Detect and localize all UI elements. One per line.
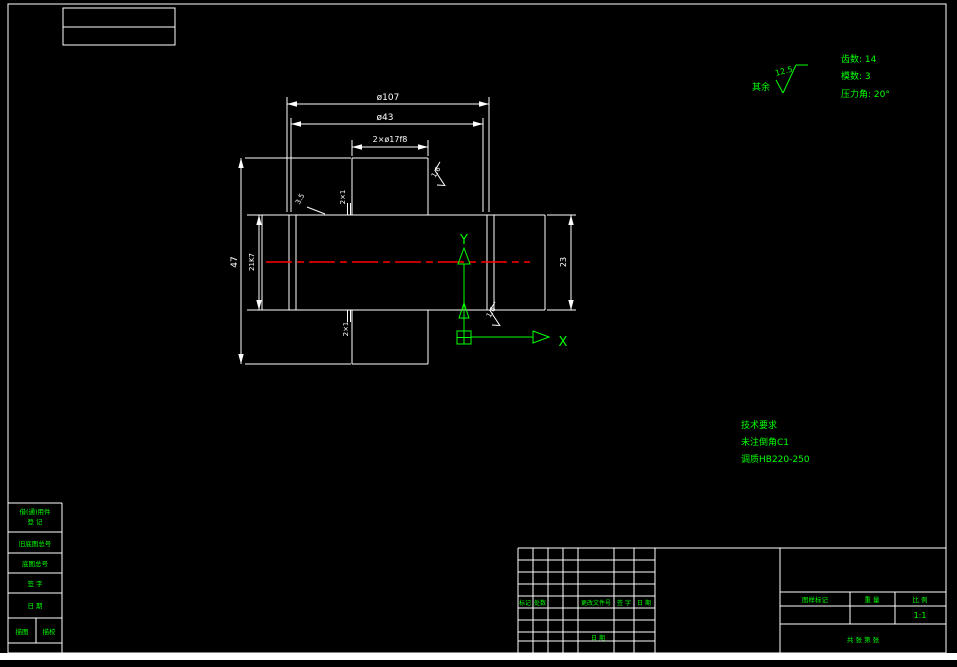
dim-groove-bottom: 2×1 — [342, 322, 350, 337]
tech-req-title: 技术要求 — [741, 419, 777, 431]
tb-bottom-date-label: 日 期 — [591, 634, 605, 642]
part-view — [261, 157, 546, 365]
gear-teeth-label: 齿数: 14 — [841, 53, 877, 65]
surface-finish-note: 其余 12.5 — [752, 64, 808, 94]
roughness-symbol-top: 1.6 — [430, 161, 446, 187]
dim-groove-top: 2×1 — [339, 190, 347, 205]
strip-borrow-label-line1: 借(通)用件 — [19, 507, 51, 516]
surface-default-value: 12.5 — [774, 65, 794, 78]
ucs-y-label: Y — [459, 233, 468, 248]
tb-weight-label: 重 量 — [864, 596, 880, 604]
title-block: 标记 处数 更改文件号 签 字 日 期 日 期 图样标记 重 量 比 例 1:1… — [517, 547, 946, 653]
dim-overall-len: 47 — [230, 256, 240, 267]
strip-base-no-label: 底图总号 — [22, 559, 49, 568]
dim-outer-dia: ø107 — [377, 93, 400, 103]
dim-hub-width: 23 — [559, 257, 568, 267]
tb-date-label: 日 期 — [637, 599, 651, 607]
roughness-default-symbol-icon — [775, 64, 808, 94]
tech-req-item1: 未注倒角C1 — [741, 436, 789, 448]
gear-parameters: 齿数: 14 模数: 3 压力角: 20° — [841, 53, 890, 100]
tb-scale-label: 比 例 — [912, 595, 927, 604]
dim-chamfer: 3.5 — [294, 192, 306, 206]
tb-change-doc-label: 更改文件号 — [581, 599, 611, 607]
left-title-strip: 借(通)用件 登 记 旧底图总号 底图总号 签 字 日 期 描图 描校 — [8, 502, 63, 653]
sheet-frame — [0, 3, 957, 660]
technical-requirements: 技术要求 未注倒角C1 调质HB220-250 — [741, 419, 810, 465]
strip-borrow-label-line2: 登 记 — [27, 517, 43, 526]
tb-scale-value: 1:1 — [914, 611, 927, 620]
roughness-symbol-bottom: 1.6 — [485, 301, 501, 327]
surface-others-label: 其余 — [752, 81, 770, 93]
ucs-inner-arrow-icon — [458, 301, 470, 319]
dim-holes: 2×ø17f8 — [373, 135, 408, 144]
dim-bore: 21K7 — [248, 253, 256, 271]
gear-pressure-angle-label: 压力角: 20° — [841, 88, 890, 100]
gear-module-label: 模数: 3 — [841, 70, 871, 82]
tb-sign-label: 签 字 — [617, 599, 631, 607]
top-left-block — [62, 7, 176, 46]
tb-count-label: 处数 — [534, 599, 546, 607]
tb-stage-mark-label: 图样标记 — [802, 595, 829, 604]
strip-sign-label: 签 字 — [27, 579, 43, 588]
ucs-icon: Y X — [456, 233, 568, 350]
strip-trace-check-label: 描校 — [43, 627, 57, 636]
roughness-top-value: 1.6 — [430, 165, 443, 179]
tech-req-item2: 调质HB220-250 — [741, 453, 810, 465]
dim-mid-dia: ø43 — [377, 113, 394, 123]
tb-mark-label: 标记 — [519, 599, 531, 607]
sheet-bottom-edge — [0, 653, 957, 660]
strip-date-label: 日 期 — [27, 602, 43, 610]
ucs-x-label: X — [559, 335, 568, 350]
ucs-x-arrow-icon — [532, 330, 551, 344]
tb-sheets-label: 共 张 第 张 — [847, 635, 880, 644]
strip-trace-label: 描图 — [16, 627, 29, 636]
strip-old-base-no-label: 旧底图总号 — [19, 539, 52, 548]
dimensions: ø107 ø43 2×ø17f8 47 21K7 23 — [230, 93, 576, 365]
